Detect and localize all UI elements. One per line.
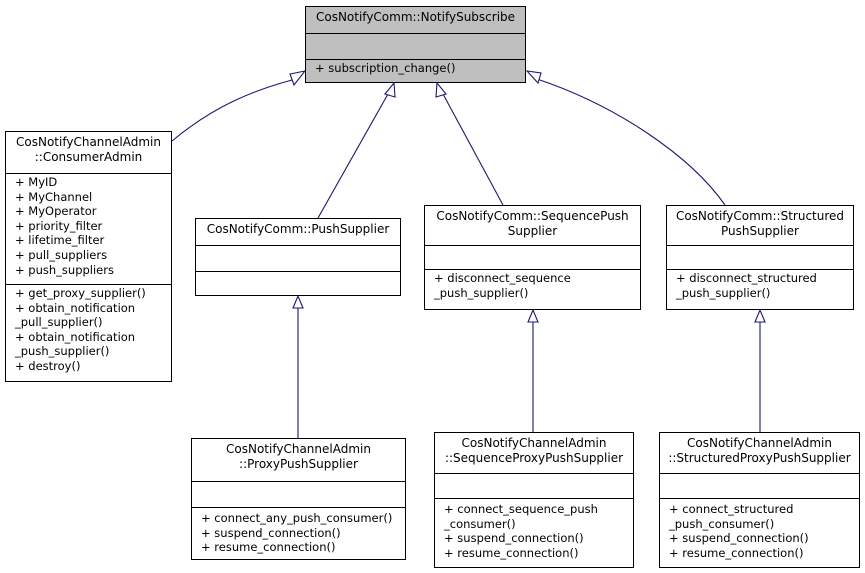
edge-sequencepushsupplier-to-notifysubscribe: [442, 93, 504, 206]
operation: + destroy(): [15, 358, 81, 373]
edge-structuredpushsupplier-to-notifysubscribe: [536, 78, 726, 206]
class-pushsupplier[interactable]: CosNotifyComm::PushSupplier: [195, 218, 401, 296]
class-sequenceproxypushsupplier[interactable]: CosNotifyChannelAdmin ::SequenceProxyPus…: [434, 432, 634, 568]
class-title: CosNotifyChannelAdmin ::StructuredProxyP…: [668, 436, 851, 465]
class-title: CosNotifyComm::Structured PushSupplier: [675, 209, 845, 238]
operations-section: + connect_any_push_consumer() + suspend_…: [192, 507, 405, 555]
operations-section: + get_proxy_supplier() + obtain_notifica…: [6, 284, 171, 374]
attribute: + lifetime_filter: [15, 233, 105, 248]
class-title: CosNotifyComm::SequencePush Supplier: [436, 209, 629, 238]
edge-consumeradmin-to-notifysubscribe: [171, 79, 293, 142]
operation: _consumer(): [444, 516, 516, 531]
class-title: CosNotifyChannelAdmin ::SequenceProxyPus…: [444, 436, 624, 465]
operation: + suspend_connection(): [201, 525, 341, 540]
operations-section: + disconnect_structured _push_supplier(): [667, 269, 853, 300]
operations-section: [196, 271, 400, 295]
attributes-section: [435, 473, 633, 498]
operation: + suspend_connection(): [669, 531, 809, 546]
attribute: + pull_suppliers: [15, 247, 108, 262]
operations-section: + subscription_change(): [306, 59, 525, 76]
operation: + subscription_change(): [315, 61, 456, 75]
operation: _push_supplier(): [15, 344, 110, 359]
attributes-section: [196, 245, 400, 271]
operation: + suspend_connection(): [444, 531, 584, 546]
operation: + resume_connection(): [669, 545, 804, 560]
class-notifysubscribe[interactable]: CosNotifyComm::NotifySubscribe + subscri…: [305, 6, 526, 83]
inheritance-arrowhead: [525, 70, 542, 85]
operation: _pull_supplier(): [15, 315, 103, 330]
inheritance-arrowhead: [292, 294, 304, 309]
operation: + connect_sequence_push: [444, 502, 598, 516]
inheritance-arrowhead: [384, 81, 396, 98]
inheritance-arrowhead: [754, 308, 766, 323]
class-title: CosNotifyComm::PushSupplier: [206, 222, 390, 236]
operation: + resume_connection(): [444, 545, 579, 560]
class-title: CosNotifyComm::NotifySubscribe: [315, 10, 516, 24]
class-consumeradmin[interactable]: CosNotifyChannelAdmin ::ConsumerAdmin + …: [5, 131, 172, 382]
attribute: + MyChannel: [15, 189, 93, 204]
attributes-section: [306, 33, 525, 59]
attributes-section: [660, 473, 859, 498]
operation: + obtain_notification: [15, 300, 136, 315]
edge-pushsupplier-to-notifysubscribe: [317, 93, 389, 219]
attributes-section: [192, 481, 405, 507]
attribute: + push_suppliers: [15, 262, 114, 277]
operation: + resume_connection(): [201, 540, 336, 555]
operations-section: + connect_sequence_push _consumer() + su…: [435, 498, 633, 560]
attributes-section: [425, 245, 640, 269]
attribute: + MyOperator: [15, 204, 97, 219]
class-structuredproxypushsupplier[interactable]: CosNotifyChannelAdmin ::StructuredProxyP…: [659, 432, 860, 568]
attribute: + priority_filter: [15, 218, 103, 233]
operation: _push_supplier(): [434, 285, 529, 300]
operation: + connect_any_push_consumer(): [201, 511, 393, 525]
operation: + disconnect_sequence: [434, 271, 571, 285]
inheritance-arrowhead: [527, 308, 539, 323]
operation: _push_supplier(): [676, 285, 771, 300]
inheritance-arrowhead: [435, 81, 447, 98]
operation: + connect_structured: [669, 502, 794, 516]
operation: + get_proxy_supplier(): [15, 286, 146, 300]
class-title: CosNotifyChannelAdmin ::ConsumerAdmin: [16, 135, 161, 164]
operation: + obtain_notification: [15, 329, 136, 344]
operation: _push_consumer(): [669, 516, 775, 531]
inheritance-arrowhead: [289, 70, 307, 87]
class-proxypushsupplier[interactable]: CosNotifyChannelAdmin ::ProxyPushSupplie…: [191, 438, 406, 560]
class-structuredpushsupplier[interactable]: CosNotifyComm::Structured PushSupplier +…: [666, 205, 854, 310]
attributes-section: + MyID + MyChannel + MyOperator + priori…: [6, 173, 171, 284]
attribute: + MyID: [15, 175, 58, 189]
class-title: CosNotifyChannelAdmin ::ProxyPushSupplie…: [226, 442, 371, 471]
class-sequencepushsupplier[interactable]: CosNotifyComm::SequencePush Supplier + d…: [424, 205, 641, 310]
operations-section: + disconnect_sequence _push_supplier(): [425, 269, 640, 300]
attributes-section: [667, 245, 853, 269]
operation: + disconnect_structured: [676, 271, 817, 285]
operations-section: + connect_structured _push_consumer() + …: [660, 498, 859, 560]
